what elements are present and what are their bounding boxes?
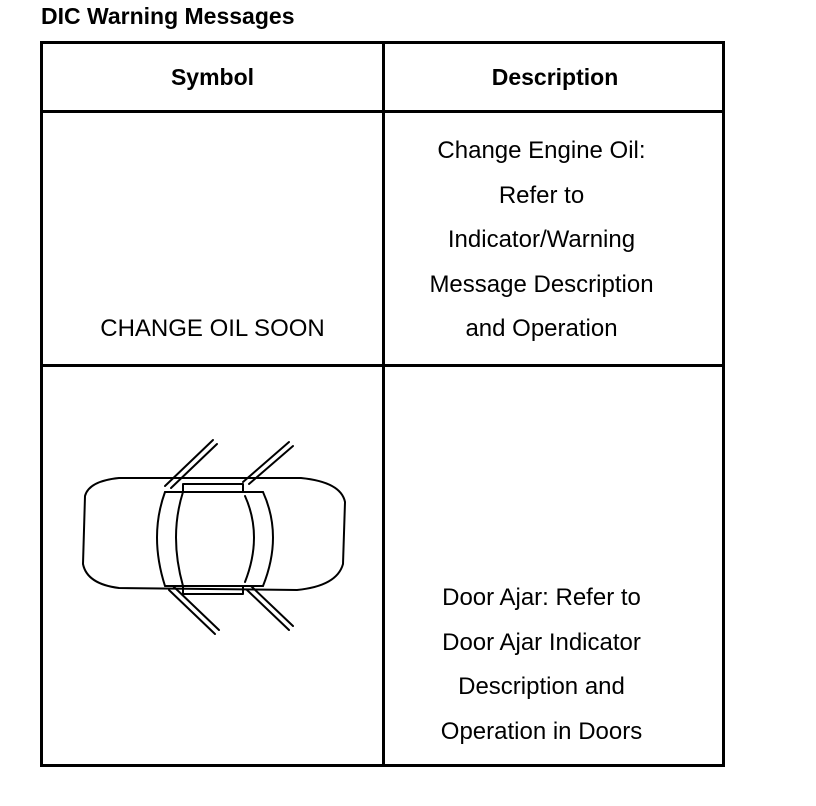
description-line: Message Description bbox=[429, 270, 654, 298]
page-title: DIC Warning Messages bbox=[41, 3, 295, 29]
row-divider bbox=[43, 364, 722, 367]
description-line: Indicator/Warning bbox=[447, 226, 636, 253]
header-divider bbox=[43, 110, 722, 113]
description-line: Door Ajar: Refer to bbox=[442, 584, 641, 611]
header-description: Description bbox=[491, 63, 619, 90]
description-change-engine-oil: Change Engine Oil: Refer to Indicator/Wa… bbox=[385, 129, 698, 352]
description-line: Door Ajar Indicator bbox=[442, 628, 641, 656]
car-doors-open-icon bbox=[79, 436, 359, 651]
column-divider bbox=[382, 44, 385, 764]
description-line: Refer to bbox=[498, 181, 585, 209]
header-symbol: Symbol bbox=[170, 63, 255, 90]
dic-warning-table: Symbol Description CHANGE OIL SOON Chang… bbox=[40, 41, 725, 767]
description-line: Change Engine Oil: bbox=[437, 137, 646, 164]
symbol-change-oil-soon: CHANGE OIL SOON bbox=[100, 315, 325, 342]
description-line: and Operation bbox=[465, 315, 618, 342]
description-line: Description and bbox=[458, 673, 625, 700]
description-line: Operation in Doors bbox=[440, 717, 643, 745]
description-door-ajar: Door Ajar: Refer to Door Ajar Indicator … bbox=[385, 576, 698, 754]
